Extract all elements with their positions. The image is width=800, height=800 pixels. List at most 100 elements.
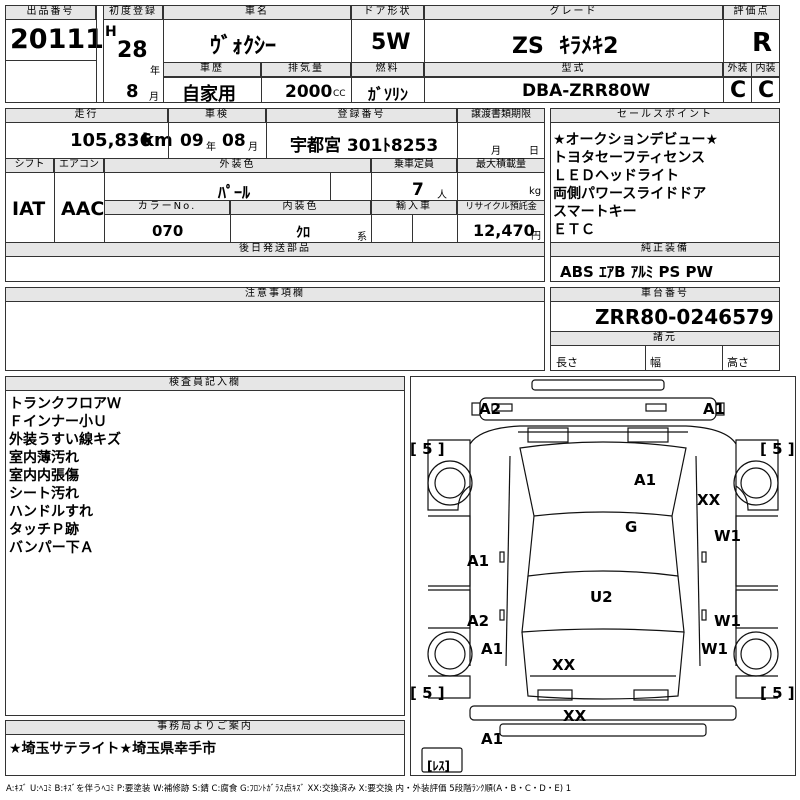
int-color-header: 内装色: [230, 200, 371, 215]
insp-month-value: 08: [222, 131, 246, 151]
office-note: ★埼玉サテライト★埼玉県幸手市: [9, 741, 217, 757]
damage-mark: A1: [481, 640, 504, 658]
inspector-note: 室内薄汚れ: [9, 450, 79, 466]
damage-mark: W1: [701, 640, 728, 658]
lot-no-value: 20111: [10, 24, 104, 55]
grade-header: グレード: [424, 5, 723, 20]
history-header: 車歴: [163, 62, 261, 77]
divider: [351, 5, 352, 103]
divider: [5, 60, 96, 61]
grade-value: ZS ｷﾗﾒｷ2: [512, 34, 619, 59]
first-reg-header: 初度登録: [103, 5, 163, 20]
mileage-value: 105,836: [70, 130, 152, 151]
width-label: 幅: [650, 356, 661, 369]
divider: [54, 158, 55, 242]
inspector-note: シート汚れ: [9, 486, 79, 502]
inspector-note: 室内内張傷: [9, 468, 79, 484]
capacity-value: 7: [412, 180, 424, 200]
exterior-header: 外装: [723, 62, 752, 77]
sales-point: ＬＥＤヘッドライト: [553, 168, 679, 184]
damage-mark: U2: [590, 588, 613, 606]
inspector-header: 検査員記入欄: [5, 376, 405, 391]
chassis-value: ZRR80-0246579: [595, 305, 774, 329]
history-value: 自家用: [182, 84, 236, 105]
year-value: 28: [117, 38, 148, 63]
sales-point: トヨタセーフティセンス: [553, 150, 706, 166]
height-label: 高さ: [727, 356, 749, 369]
door-value: 5W: [371, 30, 411, 55]
color-no-header: カラーNo.: [104, 200, 230, 215]
damage-mark: A2: [479, 400, 502, 418]
sales-point: スマートキー: [553, 204, 637, 220]
spare-tire-label: [ﾚｽ]: [427, 759, 450, 773]
inspection-header: 車検: [168, 108, 266, 123]
divider: [168, 108, 169, 158]
aircon-header: エアコン: [54, 158, 104, 173]
damage-mark: A2: [467, 612, 490, 630]
divider: [412, 215, 413, 242]
damage-mark: A1: [467, 552, 490, 570]
divider: [163, 77, 780, 78]
capacity-header: 乗車定員: [371, 158, 457, 173]
inspector-note: バンパー下Ａ: [9, 540, 94, 556]
divider: [230, 200, 231, 242]
recycle-unit: 円: [531, 231, 541, 242]
divider: [722, 346, 723, 371]
damage-mark: XX: [563, 707, 587, 725]
month-value: 8: [126, 81, 139, 102]
month-unit: 月: [149, 92, 159, 103]
exterior-grade-value: C: [730, 78, 747, 103]
transfer-day: 日: [529, 146, 539, 157]
legend: A:ｷｽﾞ U:ﾍｺﾐ B:ｷｽﾞを伴うﾍｺﾐ P:要塗装 W:補修跡 S:錆 …: [6, 784, 572, 794]
fuel-value: ｶﾞｿﾘﾝ: [368, 85, 409, 104]
door-header: ドア形状: [351, 5, 424, 20]
color-no-value: 070: [152, 222, 184, 240]
aircon-value: AAC: [61, 198, 105, 220]
lot-no-header: 出品番号: [5, 5, 96, 20]
shift-header: シフト: [5, 158, 54, 173]
interior-header: 内装: [751, 62, 780, 77]
sales-points-header: セールスポイント: [550, 108, 780, 123]
divider: [96, 5, 97, 103]
shift-value: IAT: [12, 198, 46, 220]
capacity-unit: 人: [437, 190, 447, 201]
mileage-unit: km: [142, 130, 173, 151]
damage-mark: G: [625, 518, 638, 536]
inspector-note: ハンドルすれ: [9, 504, 93, 520]
car-diagram: [421, 379, 779, 773]
fuel-header: 燃料: [351, 62, 424, 77]
damage-mark: W1: [714, 612, 741, 630]
ext-color-value: ﾊﾟｰﾙ: [218, 183, 251, 202]
recycle-value: 12,470: [473, 221, 535, 240]
damage-mark: W1: [714, 527, 741, 545]
equipment-value: ABS ｴｱB ｱﾙﾐ PS PW: [560, 263, 714, 281]
damage-mark: A1: [634, 471, 657, 489]
divider: [266, 108, 267, 158]
import-header: 輸入車: [371, 200, 457, 215]
tire-tread-fl: [ 5 ]: [410, 440, 445, 458]
damage-mark: XX: [552, 656, 576, 674]
inspector-box: [5, 376, 405, 716]
divider: [330, 173, 331, 200]
rating-value: R: [752, 28, 773, 58]
later-parts-header: 後日発送部品: [5, 242, 545, 257]
sales-point: ＥＴＣ: [553, 222, 595, 238]
car-diagram-box: [410, 376, 796, 776]
rating-header: 評価点: [723, 5, 780, 20]
tire-tread-rl: [ 5 ]: [410, 684, 445, 702]
plate-value: 宇都宮 301ﾄ8253: [290, 136, 439, 156]
inspector-note: 外装うすい線キズ: [9, 432, 121, 448]
divider: [163, 5, 164, 103]
int-color-unit: 系: [357, 232, 367, 243]
tire-tread-fr: [ 5 ]: [760, 440, 795, 458]
inspector-note: トランクフロアＷ: [9, 396, 121, 412]
divider: [751, 62, 752, 103]
sales-point: ★オークションデビュー★: [553, 132, 719, 148]
sales-point: 両側パワースライドドア: [553, 186, 707, 202]
inspector-notes-list: トランクフロアＷ Ｆインナー小Ｕ 外装うすい線キズ 室内薄汚れ 室内内張傷 シー…: [9, 393, 399, 556]
genuine-equip-header: 純正装備: [550, 242, 780, 257]
year-unit: 年: [150, 66, 160, 77]
inspector-note: タッチＰ跡: [9, 522, 79, 538]
car-name-value: ｳﾞｫｸｼｰ: [210, 34, 277, 59]
damage-mark: A1: [703, 400, 726, 418]
